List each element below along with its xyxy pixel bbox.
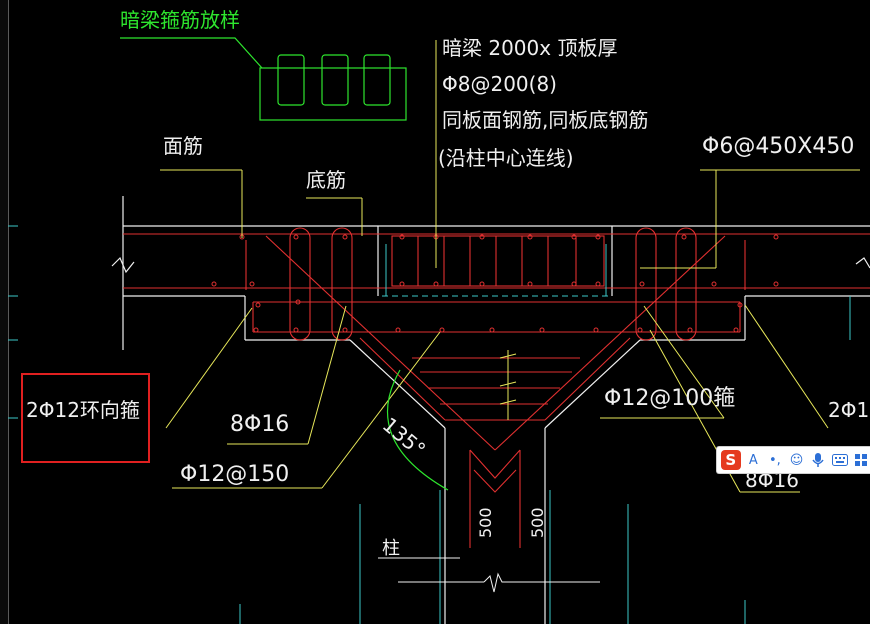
panel-edge — [0, 0, 9, 624]
angle-arc — [386, 369, 449, 491]
ime-punctuation-button[interactable]: •, — [768, 452, 781, 468]
ring-stirrup-left-label: 2Φ12环向箍 — [26, 398, 140, 422]
bottom-bar-label: 底筋 — [306, 168, 346, 192]
cyan-lines — [239, 244, 851, 624]
mesh-spec-label: Φ6@450X450 — [702, 134, 855, 159]
ime-grid-icon[interactable] — [852, 451, 870, 469]
ime-mic-icon[interactable] — [809, 451, 827, 469]
ring-stirrup-right-label: 2Φ1 — [828, 398, 870, 422]
rebar-red — [123, 227, 870, 548]
stirrup-sample — [120, 37, 407, 121]
beam-spec-line4: (沿柱中心连线) — [438, 146, 574, 170]
dim-500-right: 500 — [528, 507, 547, 538]
bars-8-16-right-label: 8Φ16 — [745, 468, 799, 492]
ime-mode-button[interactable]: A — [748, 452, 758, 468]
dim-500-left: 500 — [476, 507, 495, 538]
leaders-yellow — [160, 40, 860, 493]
ime-keyboard-icon[interactable] — [831, 451, 849, 469]
beam-spec-line2: Φ8@200(8) — [442, 72, 557, 96]
ime-emoji-icon[interactable]: ☺ — [789, 452, 804, 468]
spacing-150-label: Φ12@150 — [180, 462, 290, 487]
stirrup-100-label: Φ12@100箍 — [604, 386, 736, 411]
column-label: 柱 — [382, 538, 400, 559]
rebar-dots — [211, 234, 779, 333]
highlight-box — [21, 373, 150, 463]
stirrup-sample-title: 暗梁箍筋放样 — [120, 8, 240, 32]
ime-toolbar[interactable]: S A •, ☺ — [716, 446, 870, 474]
ime-logo-icon[interactable]: S — [721, 450, 741, 470]
beam-spec-line1: 暗梁 2000x 顶板厚 — [442, 36, 618, 60]
bars-8-16-left-label: 8Φ16 — [230, 412, 290, 437]
top-bar-label: 面筋 — [163, 134, 203, 158]
column-marks — [378, 557, 600, 593]
slab-outline — [111, 196, 870, 624]
beam-spec-line3: 同板面钢筋,同板底钢筋 — [442, 108, 649, 132]
